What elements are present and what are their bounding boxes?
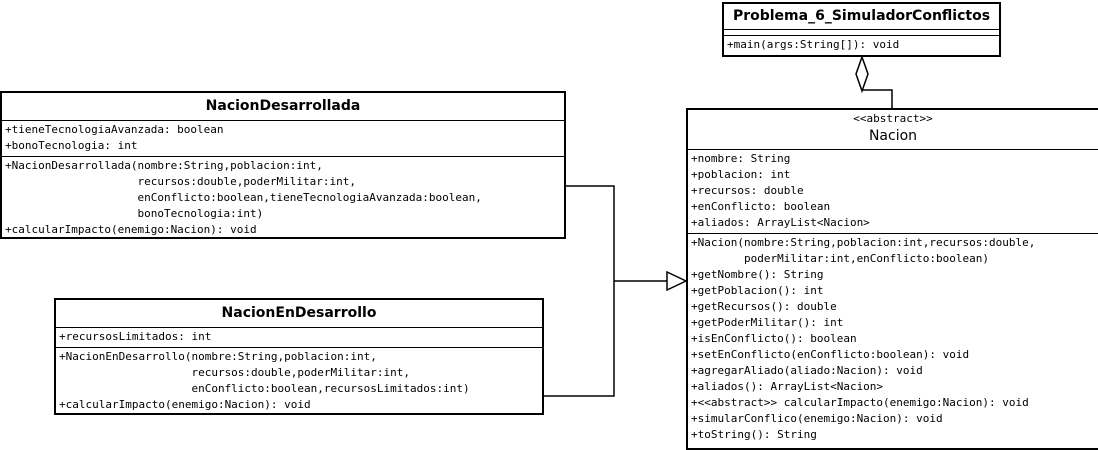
method: poderMilitar:int,enConflicto:boolean) xyxy=(691,252,990,265)
attribute: +enConflicto: boolean xyxy=(691,200,831,213)
attribute: +aliados: ArrayList<Nacion> xyxy=(691,216,870,229)
aggregation-diamond xyxy=(855,54,869,94)
method: +toString(): String xyxy=(691,428,817,441)
method: +setEnConflicto(enConflicto:boolean): vo… xyxy=(691,348,970,361)
generalization-arrowhead xyxy=(666,270,688,292)
class-header: NacionEnDesarrollo xyxy=(56,300,542,328)
methods-section: +NacionDesarrollada(nombre:String,poblac… xyxy=(2,156,564,240)
methods-section: +main(args:String[]): void xyxy=(724,35,999,55)
class-nacion-desarrollada[interactable]: NacionDesarrollada +tieneTecnologiaAvanz… xyxy=(0,91,566,239)
class-name: NacionEnDesarrollo xyxy=(221,305,377,321)
attribute: +tieneTecnologiaAvanzada: boolean xyxy=(5,123,224,136)
class-nacion[interactable]: <<abstract>> Nacion +nombre: String +pob… xyxy=(686,108,1098,450)
method: +simularConflico(enemigo:Nacion): void xyxy=(691,412,943,425)
method: +main(args:String[]): void xyxy=(727,38,900,51)
class-name: NacionDesarrollada xyxy=(205,98,361,114)
generalization-line-endesarrollo xyxy=(544,281,615,397)
class-problema[interactable]: Problema_6_SimuladorConflictos +main(arg… xyxy=(722,2,1001,57)
method: +NacionDesarrollada(nombre:String,poblac… xyxy=(5,159,323,172)
method: +<<abstract>> calcularImpacto(enemigo:Na… xyxy=(691,396,1029,409)
class-header: NacionDesarrollada xyxy=(2,93,564,121)
method: +getRecursos(): double xyxy=(691,300,837,313)
stereotype: <<abstract>> xyxy=(853,112,933,125)
method: +Nacion(nombre:String,poblacion:int,recu… xyxy=(691,236,1036,249)
class-name: Problema_6_SimuladorConflictos xyxy=(732,8,991,24)
attribute: +recursos: double xyxy=(691,184,804,197)
class-nacion-en-desarrollo[interactable]: NacionEnDesarrollo +recursosLimitados: i… xyxy=(54,298,544,415)
class-name: Nacion xyxy=(868,128,918,144)
method: +getPoderMilitar(): int xyxy=(691,316,844,329)
methods-section: +Nacion(nombre:String,poblacion:int,recu… xyxy=(688,233,1098,445)
attributes-section: +recursosLimitados: int xyxy=(56,328,542,347)
method: +calcularImpacto(enemigo:Nacion): void xyxy=(5,223,257,236)
method: +agregarAliado(aliado:Nacion): void xyxy=(691,364,923,377)
method: +calcularImpacto(enemigo:Nacion): void xyxy=(59,398,311,411)
method: +aliados(): ArrayList<Nacion> xyxy=(691,380,884,393)
class-header: Problema_6_SimuladorConflictos xyxy=(724,4,999,30)
method: recursos:double,poderMilitar:int, xyxy=(5,175,356,188)
method: recursos:double,poderMilitar:int, xyxy=(59,366,410,379)
attribute: +bonoTecnologia: int xyxy=(5,139,138,152)
attribute: +poblacion: int xyxy=(691,168,791,181)
generalization-line-desarrollada xyxy=(566,185,615,281)
attribute: +recursosLimitados: int xyxy=(59,330,212,343)
method: +getPoblacion(): int xyxy=(691,284,824,297)
method: enConflicto:boolean,recursosLimitados:in… xyxy=(59,382,470,395)
method: +isEnConflicto(): boolean xyxy=(691,332,857,345)
attribute: +nombre: String xyxy=(691,152,791,165)
methods-section: +NacionEnDesarrollo(nombre:String,poblac… xyxy=(56,347,542,415)
class-header: <<abstract>> Nacion xyxy=(688,110,1098,150)
aggregation-line xyxy=(862,89,893,108)
method: +getNombre(): String xyxy=(691,268,824,281)
attributes-section: +nombre: String +poblacion: int +recurso… xyxy=(688,150,1098,233)
attributes-section: +tieneTecnologiaAvanzada: boolean +bonoT… xyxy=(2,121,564,156)
method: enConflicto:boolean,tieneTecnologiaAvanz… xyxy=(5,191,482,204)
method: +NacionEnDesarrollo(nombre:String,poblac… xyxy=(59,350,377,363)
method: bonoTecnologia:int) xyxy=(5,207,264,220)
